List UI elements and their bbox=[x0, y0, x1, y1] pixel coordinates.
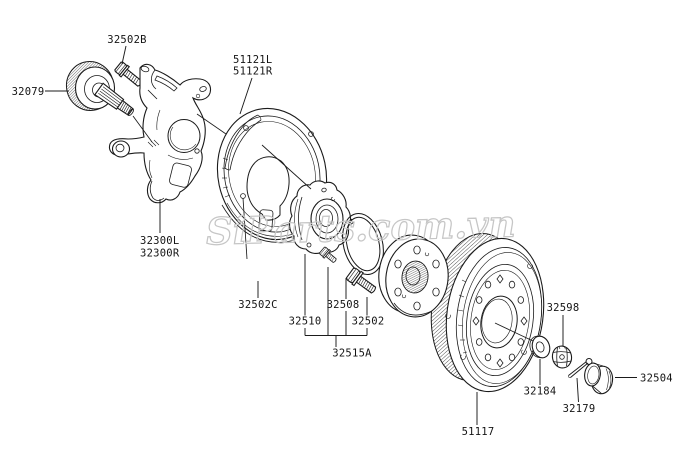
washer bbox=[529, 335, 551, 359]
brake-disc bbox=[430, 232, 545, 393]
axle-shaft bbox=[94, 82, 135, 116]
label-32504: 32504 bbox=[640, 373, 673, 385]
label-32502c: 32502C bbox=[238, 299, 277, 311]
part-labels: 32502B 32079 51121L 51121R 32300L 32300R… bbox=[12, 34, 673, 438]
wheel-stud bbox=[345, 267, 377, 294]
label-51117: 51117 bbox=[462, 426, 495, 438]
label-51121r: 51121R bbox=[233, 66, 273, 78]
label-32510: 32510 bbox=[289, 316, 322, 328]
assembly-lines bbox=[132, 89, 534, 342]
label-32508: 32508 bbox=[327, 299, 360, 311]
group-bracket-32515a bbox=[304, 254, 368, 347]
hub-flange bbox=[378, 234, 449, 318]
leader-lines bbox=[45, 45, 637, 425]
label-32502b: 32502B bbox=[107, 34, 146, 46]
label-51121l: 51121L bbox=[233, 54, 272, 66]
tone-ring bbox=[65, 61, 116, 111]
label-32598: 32598 bbox=[547, 302, 580, 314]
cotter-pin bbox=[568, 358, 593, 378]
label-32184: 32184 bbox=[524, 386, 557, 398]
label-32515a: 32515A bbox=[332, 348, 372, 360]
label-32300r: 32300R bbox=[140, 248, 180, 260]
grease-cap bbox=[584, 362, 614, 395]
label-32300l: 32300L bbox=[140, 235, 179, 247]
hub-bolt bbox=[319, 246, 337, 263]
lock-nut bbox=[551, 345, 573, 369]
wheel-bearing bbox=[289, 180, 351, 254]
label-32179: 32179 bbox=[563, 403, 596, 415]
o-ring bbox=[342, 213, 384, 275]
watermark-text: SiParts.com.vn bbox=[205, 201, 516, 253]
steering-knuckle bbox=[108, 63, 212, 204]
label-32502: 32502 bbox=[352, 316, 385, 328]
label-32079: 32079 bbox=[12, 86, 45, 98]
